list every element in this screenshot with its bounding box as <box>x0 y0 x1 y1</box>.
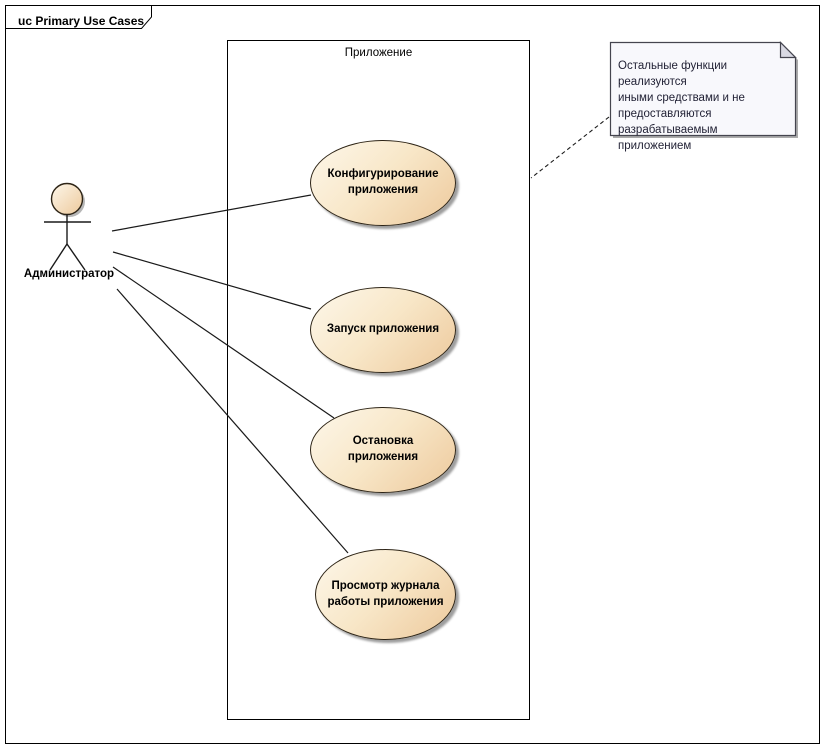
actor-head <box>50 182 84 216</box>
system-boundary[interactable]: Приложение <box>227 40 530 720</box>
association-actor-usecase-1[interactable] <box>111 194 312 232</box>
use-case-label: Конфигурирование приложения <box>327 168 439 196</box>
association-actor-usecase-3[interactable] <box>112 266 335 419</box>
actor-label: Администратор <box>23 268 115 280</box>
actor-leg-right <box>66 243 86 271</box>
use-case-stop-app[interactable]: Остановка приложения <box>310 407 456 493</box>
use-case-configure-app[interactable]: Конфигурирование приложения <box>310 140 456 226</box>
note-text: Остальные функции реализуются иными сред… <box>618 60 745 152</box>
note-link[interactable] <box>530 116 610 179</box>
diagram-frame <box>5 5 820 744</box>
actor-leg-left <box>49 243 68 271</box>
diagram-frame-tab: uc Primary Use Cases <box>5 5 157 30</box>
actor-figure[interactable] <box>44 182 91 271</box>
use-case-label: Остановка приложения <box>347 435 419 463</box>
frame-tab-shape <box>5 5 152 29</box>
association-actor-usecase-2[interactable] <box>112 251 312 310</box>
frame-title: uc Primary Use Cases <box>18 14 145 28</box>
use-case-label: Просмотр журнала работы приложения <box>327 579 444 608</box>
note[interactable]: Остальные функции реализуются иными сред… <box>607 39 801 152</box>
use-case-start-app[interactable]: Запуск приложения <box>310 287 456 373</box>
use-case-view-log[interactable]: Просмотр журнала работы приложения <box>315 549 456 640</box>
association-actor-usecase-4[interactable] <box>116 288 349 554</box>
note-fold-corner <box>779 41 797 59</box>
system-boundary-label: Приложение <box>344 47 413 59</box>
note-shape <box>609 41 798 138</box>
use-case-label: Запуск приложения <box>326 323 440 336</box>
